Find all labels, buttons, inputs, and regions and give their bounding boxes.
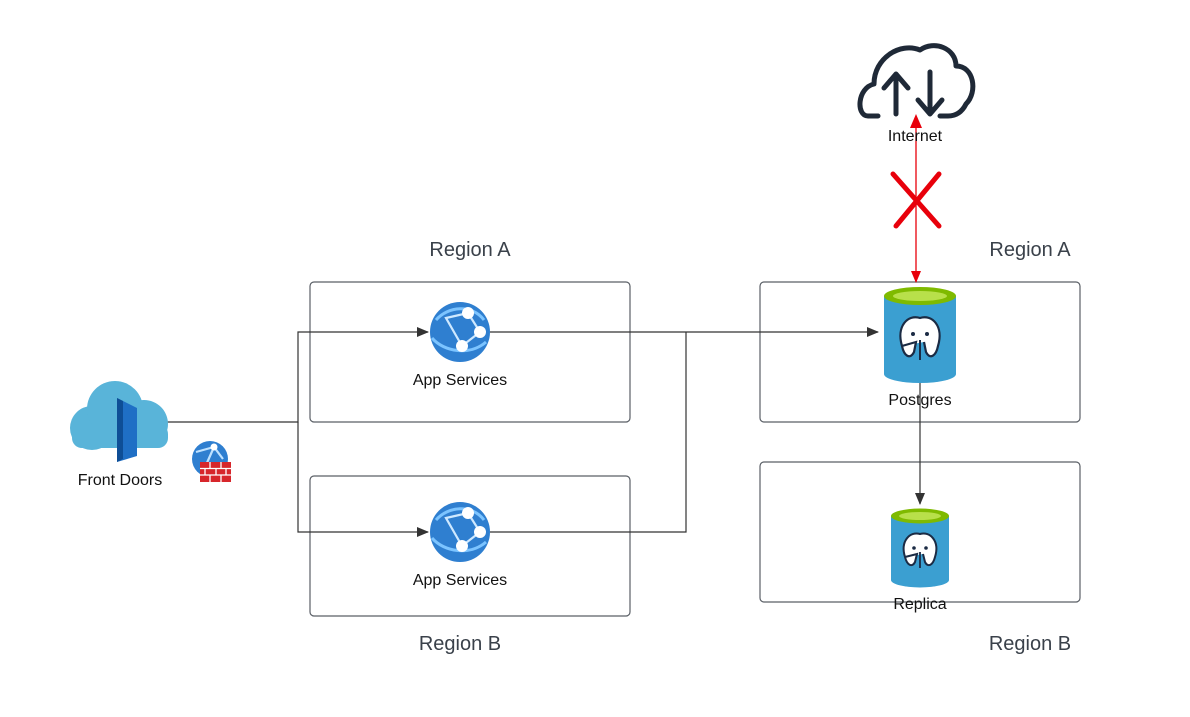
postgres-label: Postgres <box>888 392 951 409</box>
front-doors-label: Front Doors <box>78 472 162 489</box>
blocked-internet-connection <box>890 114 942 283</box>
connectors <box>160 327 925 537</box>
postgres-database-icon <box>884 287 956 383</box>
app-services-a-node[interactable]: App Services <box>413 302 507 389</box>
azure-front-door-icon <box>70 381 168 462</box>
blocked-x-icon <box>890 171 942 229</box>
region-label-db-a: Region A <box>989 239 1071 261</box>
web-application-firewall-icon <box>192 441 231 482</box>
connector-frontdoor-to-app-b <box>297 422 429 537</box>
postgres-database-icon <box>891 508 949 588</box>
app-services-b-node[interactable]: App Services <box>413 502 507 589</box>
app-services-b-label: App Services <box>413 572 507 589</box>
region-label-db-b: Region B <box>989 633 1071 655</box>
cloud-upload-download-icon <box>857 43 976 119</box>
region-label-app-a: Region A <box>429 239 511 261</box>
app-service-icon <box>430 502 490 562</box>
internet-node[interactable]: Internet <box>857 43 976 145</box>
arrow-head-up-red <box>910 114 922 128</box>
internet-label: Internet <box>888 128 943 145</box>
connector-app-b-to-postgres <box>490 332 687 533</box>
postgres-node[interactable]: Postgres <box>884 287 956 409</box>
connector-frontdoor-to-app-a <box>160 327 429 423</box>
front-doors-node[interactable]: Front Doors <box>70 381 168 489</box>
replica-label: Replica <box>893 596 946 613</box>
region-box-app-b <box>309 475 631 617</box>
app-services-a-label: App Services <box>413 372 507 389</box>
region-box-app-a <box>309 281 631 423</box>
app-service-icon <box>430 302 490 362</box>
replica-node[interactable]: Replica <box>891 508 949 614</box>
waf-node[interactable] <box>192 441 231 482</box>
region-label-app-b: Region B <box>419 633 501 655</box>
